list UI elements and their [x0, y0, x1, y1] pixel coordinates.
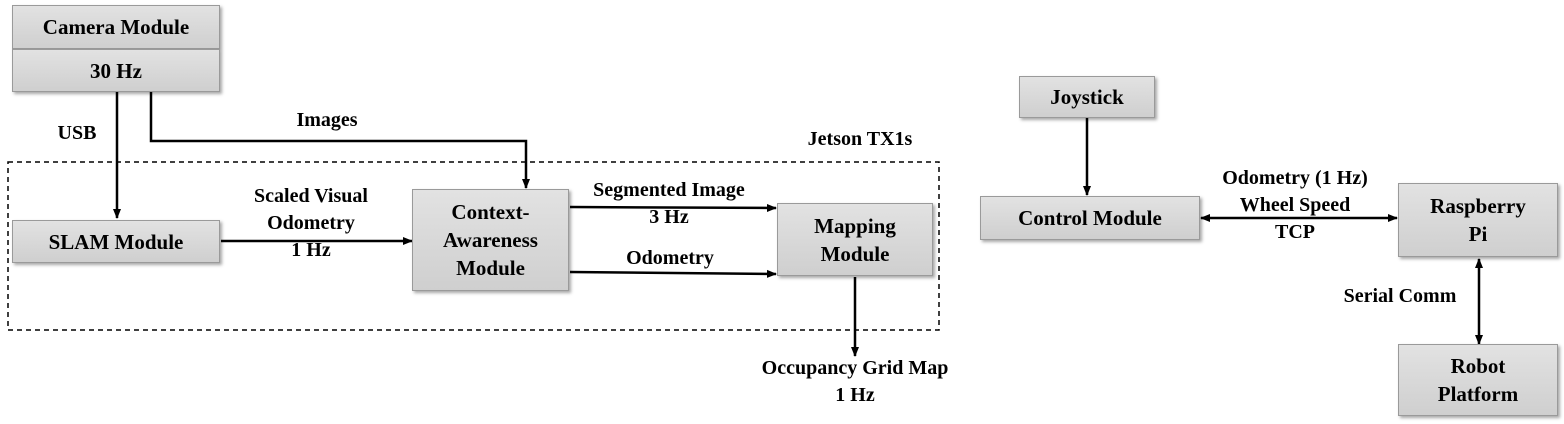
context-awareness-text: Context- Awareness Module	[443, 200, 538, 280]
usb-label: USB	[57, 122, 97, 144]
jetson-group-label: Jetson TX1s	[807, 128, 913, 150]
mapping-module-text: Mapping Module	[814, 213, 896, 266]
camera-module-title: Camera Module	[12, 5, 220, 49]
camera-rate-text: 30 Hz	[90, 58, 142, 83]
odometry-arrow	[569, 269, 777, 278]
control-link-label: Odometry (1 Hz) Wheel Speed TCP	[1222, 167, 1368, 243]
control-module-text: Control Module	[1018, 206, 1162, 230]
context-awareness-module: Context- Awareness Module	[412, 189, 569, 291]
camera-module-title-text: Camera Module	[42, 15, 190, 39]
robot-platform-text: Robot Platform	[1437, 354, 1519, 406]
odometry-label: Odometry	[626, 247, 714, 269]
mapping-module: Mapping Module	[777, 203, 933, 276]
joystick-node: Joystick	[1019, 76, 1155, 118]
camera-module-rate: 30 Hz	[12, 49, 220, 92]
scaled-odometry-label: Scaled Visual Odometry 1 Hz	[254, 185, 368, 261]
robot-platform-node: Robot Platform	[1398, 344, 1558, 416]
images-label: Images	[296, 109, 358, 131]
slam-module-text: SLAM Module	[48, 229, 184, 254]
raspberry-pi-text: Raspberry Pi	[1430, 194, 1526, 246]
segmented-image-label: Segmented Image 3 Hz	[593, 179, 745, 228]
joystick-text: Joystick	[1050, 85, 1124, 109]
slam-module: SLAM Module	[12, 220, 220, 263]
control-module: Control Module	[980, 196, 1200, 240]
serial-comm-label: Serial Comm	[1343, 285, 1457, 307]
occupancy-grid-map-label: Occupancy Grid Map 1 Hz	[761, 357, 949, 406]
raspberry-pi-node: Raspberry Pi	[1398, 183, 1558, 257]
